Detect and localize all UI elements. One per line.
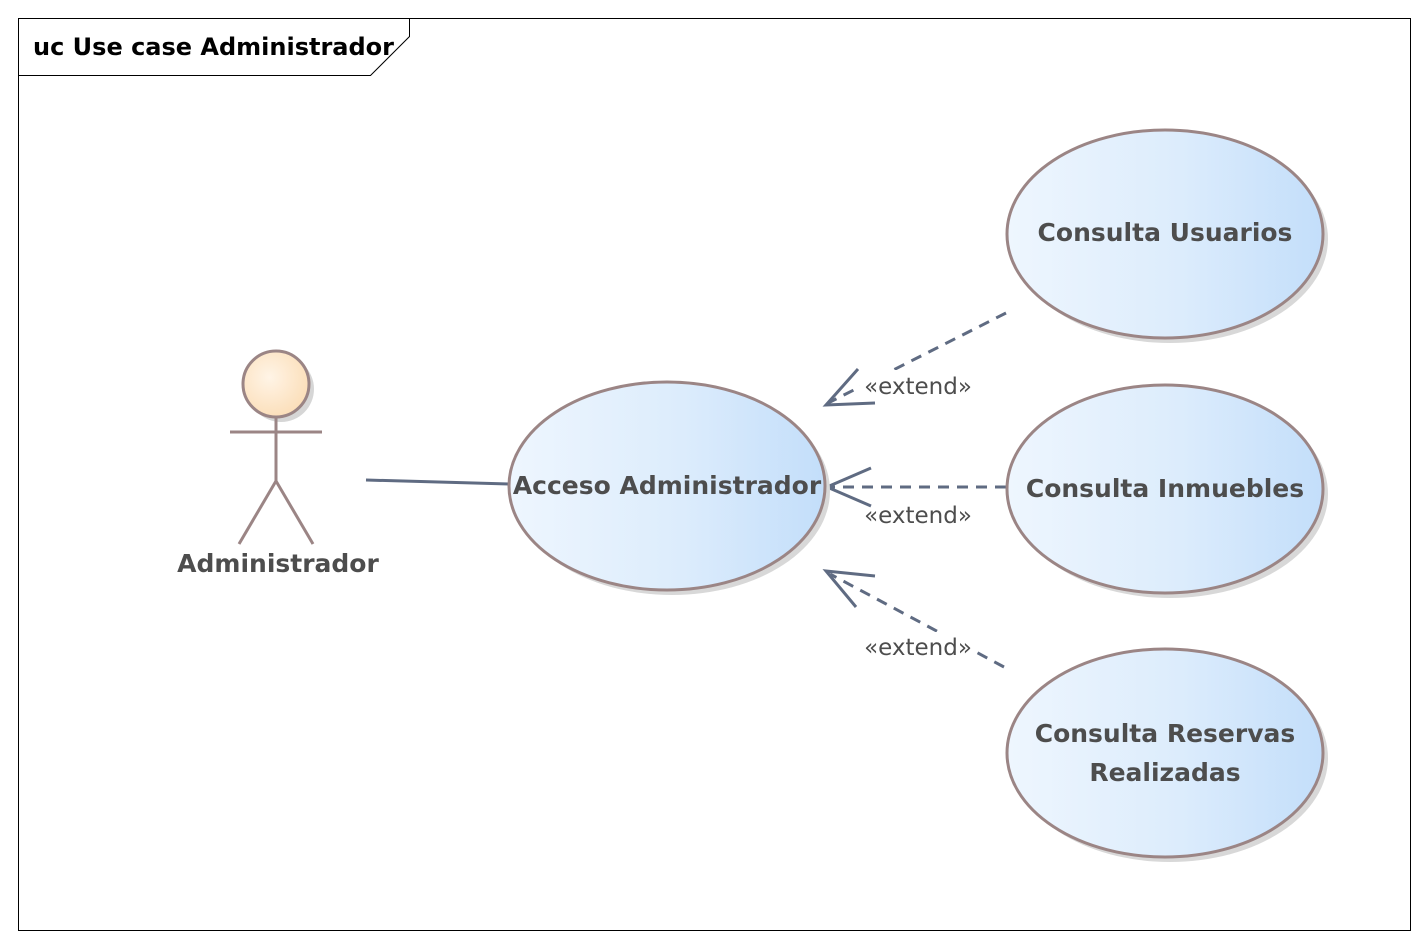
extend-relation-usuarios: «extend» bbox=[822, 311, 1007, 407]
extend-label-bg-usuarios bbox=[860, 370, 976, 400]
frame-title: uc Use case Administrador bbox=[33, 33, 394, 61]
use-case-ellipse bbox=[1005, 128, 1325, 340]
use-case-ellipse bbox=[507, 380, 827, 592]
use-case-label: Consulta Inmuebles bbox=[1026, 474, 1304, 503]
use-case-consulta-reservas[interactable]: Consulta Reservas Realizadas bbox=[1005, 647, 1328, 862]
use-case-label-line1: Consulta Reservas bbox=[1035, 719, 1296, 748]
extend-arrowhead-reservas bbox=[822, 569, 876, 608]
use-case-consulta-inmuebles[interactable]: Consulta Inmuebles bbox=[1005, 383, 1328, 598]
use-case-consulta-usuarios[interactable]: Consulta Usuarios bbox=[1005, 128, 1328, 343]
actor-head bbox=[241, 349, 311, 419]
extend-label-bg-reservas bbox=[860, 632, 976, 662]
extend-arrowhead-usuarios bbox=[822, 368, 876, 407]
use-case-label: Consulta Usuarios bbox=[1038, 218, 1293, 247]
association-line bbox=[365, 478, 511, 486]
frame-title-tab bbox=[18, 18, 410, 76]
extend-line-usuarios bbox=[827, 311, 1007, 405]
use-case-acceso-administrador[interactable]: Acceso Administrador bbox=[507, 380, 830, 595]
extend-line-reservas bbox=[829, 572, 1005, 669]
actor-label: Administrador bbox=[177, 549, 379, 578]
extend-label-usuarios: «extend» bbox=[864, 374, 972, 400]
use-case-ellipse bbox=[1005, 383, 1325, 595]
actor-left-leg bbox=[237, 480, 278, 545]
use-case-label: Acceso Administrador bbox=[513, 471, 822, 500]
actor-administrador[interactable]: Administrador bbox=[177, 349, 379, 578]
use-case-ellipse bbox=[1005, 647, 1325, 859]
extend-relation-reservas: «extend» bbox=[822, 569, 1005, 669]
use-case-label-line2: Realizadas bbox=[1089, 758, 1240, 787]
extend-label-inmuebles: «extend» bbox=[864, 503, 972, 529]
actor-right-leg bbox=[274, 480, 315, 545]
extend-label-reservas: «extend» bbox=[864, 635, 972, 661]
